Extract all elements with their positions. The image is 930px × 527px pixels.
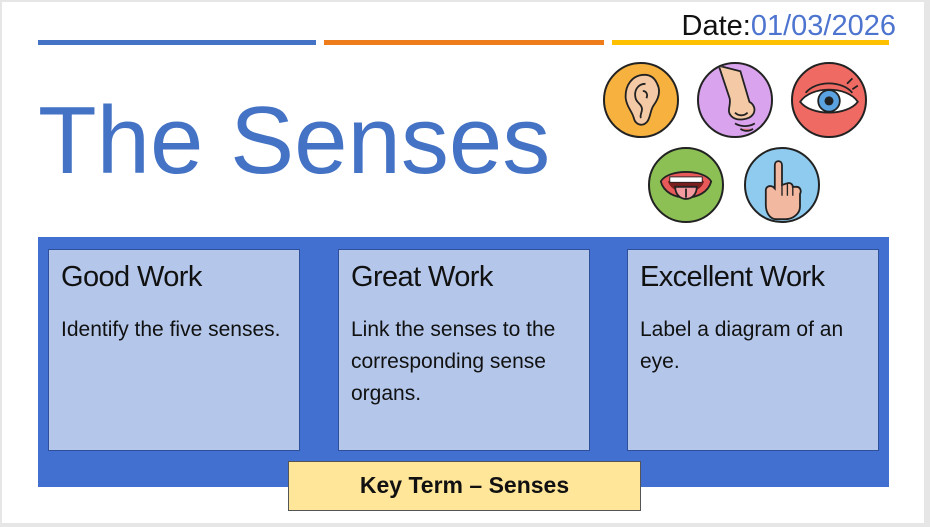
card-title: Excellent Work bbox=[640, 261, 825, 293]
orange-accent-bar bbox=[324, 40, 604, 45]
card-title: Great Work bbox=[351, 261, 493, 293]
card-text: Link the senses to the corresponding sen… bbox=[351, 318, 556, 405]
touch-icon bbox=[744, 147, 820, 223]
eye-icon bbox=[791, 62, 867, 138]
card-text: Label a diagram of an eye. bbox=[640, 318, 844, 373]
card-text: Identify the five senses. bbox=[61, 318, 281, 341]
nose-icon bbox=[697, 62, 773, 138]
yellow-accent-bar bbox=[612, 40, 889, 45]
slide-title: The Senses bbox=[38, 87, 551, 194]
date-line: Date:01/03/2026 bbox=[682, 8, 896, 44]
date-label: Date: bbox=[681, 10, 751, 42]
tongue-icon bbox=[648, 147, 724, 223]
key-term-box: Key Term – Senses bbox=[288, 461, 641, 511]
ear-icon bbox=[603, 62, 679, 138]
excellent-work-card: Excellent Work Label a diagram of an eye… bbox=[627, 249, 879, 451]
card-title: Good Work bbox=[61, 261, 202, 293]
date-value: 01/03/2026 bbox=[750, 10, 896, 42]
objectives-panel: Good Work Identify the five senses. Grea… bbox=[38, 237, 889, 487]
blue-accent-bar bbox=[38, 40, 316, 45]
good-work-card: Good Work Identify the five senses. bbox=[48, 249, 300, 451]
great-work-card: Great Work Link the senses to the corres… bbox=[338, 249, 590, 451]
